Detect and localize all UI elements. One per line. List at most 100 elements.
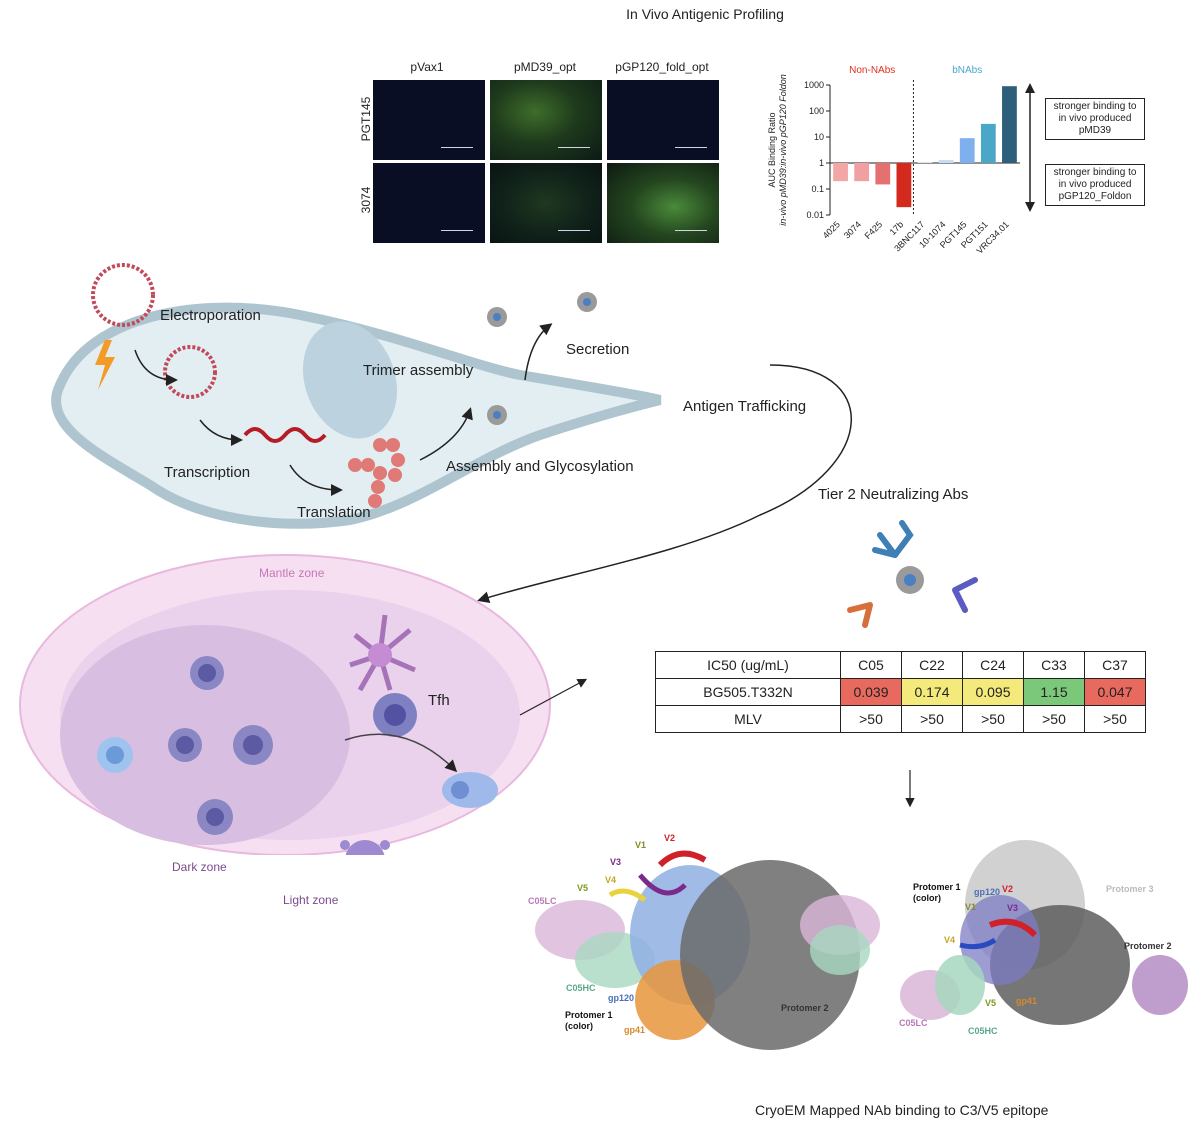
group-label-nonnabs: Non-NAbs [849, 65, 895, 76]
antibody-icon [847, 520, 978, 628]
plasmid-icon [91, 263, 155, 327]
y-tick-label: 0.01 [806, 210, 824, 220]
ic50-table: IC50 (ug/mL) C05 C22 C24 C33 C37 BG505.T… [655, 651, 1146, 733]
y-tick-label: 1 [819, 158, 824, 168]
footer-caption: CryoEM Mapped NAb binding to C3/V5 epito… [755, 1102, 1049, 1118]
note-line: pMD39 [1078, 125, 1112, 136]
y-tick-label: 100 [809, 106, 824, 116]
x-tick-label: 3074 [842, 219, 863, 240]
micrograph-panel [373, 163, 485, 243]
arrow [134, 349, 178, 386]
protein-chain-icon [348, 438, 405, 508]
arrow [419, 407, 473, 461]
table-row-label: MLV [655, 705, 841, 733]
struct-label-v3: V3 [1007, 903, 1019, 913]
struct-label-gp41: gp41 [1016, 996, 1038, 1006]
diagram-canvas [19, 263, 978, 855]
table-cell: >50 [901, 705, 963, 733]
label-mantle-zone: Mantle zone [259, 566, 325, 580]
arrow [344, 733, 458, 773]
dendritic-cell-icon [349, 614, 416, 692]
label-dark-zone: Dark zone [172, 860, 227, 874]
follicular-dc-icon [340, 840, 390, 855]
nucleus [302, 321, 398, 439]
struct-label-protomer1: Protomer 1 [913, 882, 961, 892]
y-axis-label: in-vivo pMD39:in-vivo pGP120 Foldon [778, 74, 788, 226]
struct-label-protomer1-sub: (color) [913, 893, 941, 903]
struct-label-c05lc: C05LC [899, 1018, 928, 1028]
table-header-cell: IC50 (ug/mL) [655, 651, 841, 679]
chart-note-lower: stronger binding to in vivo produced pGP… [1045, 164, 1145, 206]
chart-note-upper: stronger binding to in vivo produced pMD… [1045, 98, 1145, 140]
arrow [199, 419, 243, 446]
trimer-icon [896, 566, 924, 594]
trimer-icon [577, 292, 597, 312]
trimer-icon [487, 307, 507, 327]
b-cell-icon [97, 656, 498, 835]
y-tick-label: 1000 [804, 80, 824, 90]
label-secretion: Secretion [566, 341, 630, 358]
arrow [519, 678, 588, 716]
label-tfh: Tfh [428, 692, 450, 709]
struct-label-v3: V3 [610, 857, 622, 867]
struct-label-protomer3: Protomer 3 [1106, 884, 1154, 894]
struct-label-v2: V2 [1002, 884, 1014, 894]
y-tick-label: 0.1 [811, 184, 824, 194]
label-light-zone: Light zone [283, 893, 339, 907]
direction-arrowhead [1025, 83, 1035, 93]
struct-label-protomer1-sub: (color) [565, 1021, 593, 1031]
table-row: BG505.T332N 0.039 0.174 0.095 1.15 0.047 [655, 678, 1146, 706]
arrow [289, 464, 343, 496]
struct-label-gp120: gp120 [608, 993, 635, 1003]
y-tick-label: 10 [814, 132, 824, 142]
struct-label-gp120: gp120 [974, 887, 1001, 897]
micro-col-label: pMD39_opt [513, 60, 577, 74]
bar [959, 138, 975, 163]
struct-label-c05lc: C05LC [528, 896, 557, 906]
label-electroporation: Electroporation [160, 307, 261, 324]
table-header-cell: C05 [840, 651, 902, 679]
table-header-row: IC50 (ug/mL) C05 C22 C24 C33 C37 [655, 651, 1146, 679]
table-cell: >50 [840, 705, 902, 733]
struct-label-c05hc: C05HC [566, 983, 596, 993]
page-title: In Vivo Antigenic Profiling [626, 6, 784, 22]
bar [875, 163, 891, 185]
bar [938, 160, 954, 163]
note-line: in vivo produced [1058, 113, 1132, 124]
plasmid-icon [163, 345, 217, 399]
struct-label-v4: V4 [944, 935, 956, 945]
note-line: stronger binding to [1053, 167, 1137, 178]
tier2-title: Tier 2 Neutralizing Abs [818, 486, 969, 503]
micro-col-label: pVax1 [410, 60, 444, 74]
struct-label-protomer2: Protomer 2 [1124, 941, 1172, 951]
bar [854, 163, 870, 182]
table-header-cell: C33 [1023, 651, 1085, 679]
label-transcription: Transcription [164, 464, 251, 481]
lightning-icon [95, 340, 115, 390]
table-cell: >50 [1023, 705, 1085, 733]
x-tick-label: F425 [863, 219, 885, 241]
direction-arrowhead [1025, 202, 1035, 212]
x-tick-label: 17b [888, 219, 906, 237]
struct-label-v1: V1 [965, 902, 977, 912]
table-cell: 0.047 [1084, 678, 1146, 706]
table-cell: 0.095 [962, 678, 1024, 706]
note-line: stronger binding to [1053, 101, 1137, 112]
y-axis-label: AUC Binding Ratio [767, 112, 777, 187]
struct-label-v5: V5 [985, 998, 997, 1008]
table-header-cell: C24 [962, 651, 1024, 679]
micro-row-label: PGT145 [359, 96, 373, 142]
micrograph-panel [607, 163, 719, 243]
struct-label-v4: V4 [605, 875, 617, 885]
structure-left [535, 850, 880, 1050]
bar [1002, 86, 1017, 163]
group-label-bnabs: bNAbs [952, 65, 982, 76]
micro-row-label: 3074 [359, 186, 373, 214]
micrograph-panel [607, 80, 719, 160]
label-antigen-trafficking: Antigen Trafficking [683, 398, 807, 415]
struct-label-gp41: gp41 [624, 1025, 646, 1035]
struct-label-v5: V5 [577, 883, 589, 893]
struct-label-protomer1: Protomer 1 [565, 1010, 613, 1020]
